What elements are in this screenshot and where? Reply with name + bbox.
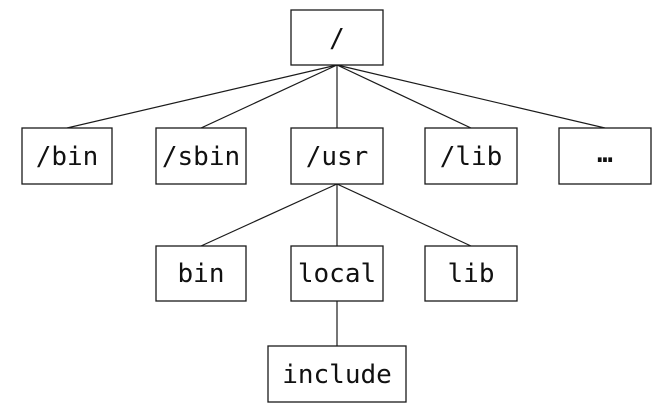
node-lib-top[interactable]: /lib — [424, 127, 518, 185]
node-include-label: include — [282, 360, 392, 390]
node-usr-local[interactable]: local — [290, 245, 384, 302]
node-usr-bin-label: bin — [178, 259, 225, 289]
edge-root-sbin — [200, 64, 338, 129]
node-lib-top-label: /lib — [440, 142, 503, 172]
root-edges — [66, 64, 606, 129]
edge-root-more — [336, 64, 606, 129]
node-usr-lib[interactable]: lib — [424, 245, 518, 302]
node-usr-local-label: local — [298, 259, 376, 289]
node-root-label: / — [329, 24, 345, 54]
node-more[interactable]: … — [558, 127, 652, 185]
node-bin-top[interactable]: /bin — [21, 127, 113, 185]
node-usr-label: /usr — [306, 142, 369, 172]
node-usr[interactable]: /usr — [290, 127, 384, 185]
usr-edges — [200, 183, 472, 247]
edge-usr-bin — [200, 183, 338, 247]
edge-root-bin — [66, 64, 338, 129]
edge-root-lib — [336, 64, 472, 129]
node-root[interactable]: / — [290, 9, 384, 66]
node-bin-top-label: /bin — [36, 142, 99, 172]
node-sbin[interactable]: /sbin — [155, 127, 247, 185]
node-more-label: … — [597, 139, 613, 169]
node-usr-bin[interactable]: bin — [155, 245, 247, 302]
node-include[interactable]: include — [267, 345, 407, 403]
node-usr-lib-label: lib — [448, 259, 495, 289]
edge-usr-lib — [336, 183, 472, 247]
node-sbin-label: /sbin — [162, 142, 240, 172]
